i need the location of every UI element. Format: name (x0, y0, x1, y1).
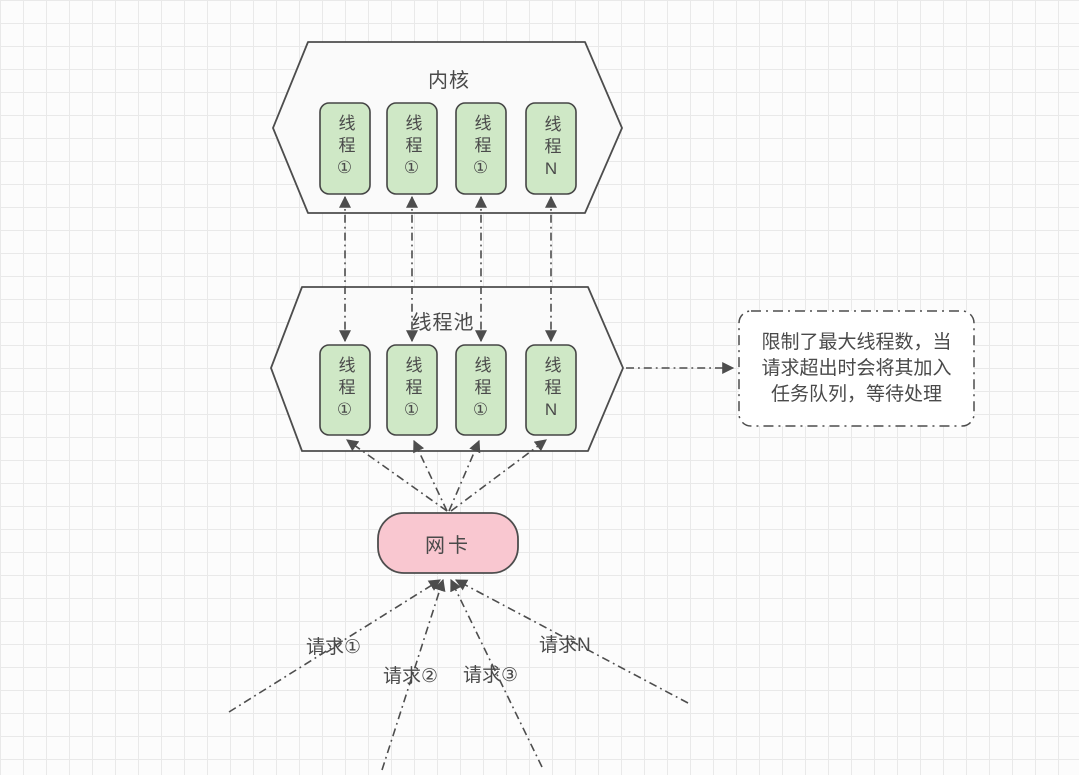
pool-thread-label-2: 线程① (402, 355, 422, 425)
card-to-pool-arrow-2 (413, 439, 448, 512)
kernel-thread-label-2: 线程① (402, 114, 422, 183)
note-line-3: 任务队列，等待处理 (770, 383, 942, 405)
kernel-thread-box-2 (386, 102, 438, 195)
card-to-pool-arrow-1 (346, 439, 448, 512)
pool-thread-box-2 (386, 344, 438, 436)
pool-thread-label-4: 线程N (541, 356, 561, 424)
note-line-2: 请求超出时会将其加入 (761, 357, 952, 379)
kernel-thread-box-4 (525, 102, 577, 195)
kernel-title: 内核 (428, 70, 470, 92)
network-card-label: 网卡 (425, 534, 471, 557)
note-line-1: 限制了最大线程数，当 (761, 331, 952, 353)
kernel-thread-box-3 (455, 102, 507, 195)
request-line-3 (450, 578, 543, 768)
kernel-thread-box-1 (319, 102, 371, 195)
pool-thread-label-1: 线程① (335, 355, 355, 425)
kernel-thread-label-3: 线程① (471, 114, 491, 183)
request-label-2: 请求② (383, 666, 439, 687)
request-line-4 (454, 579, 689, 704)
pool-thread-box-4 (525, 344, 577, 436)
pool-thread-box-1 (319, 344, 371, 436)
kernel-thread-label-1: 线程① (335, 114, 355, 183)
request-line-2 (381, 578, 446, 771)
note-box (738, 310, 975, 427)
request-label-3: 请求③ (463, 665, 519, 686)
request-label-4: 请求N (539, 635, 591, 656)
kernel-thread-label-4: 线程N (541, 114, 561, 183)
card-to-pool-arrow-4 (450, 439, 547, 512)
network-card-shape (377, 512, 519, 574)
request-label-1: 请求① (306, 637, 362, 658)
request-line-1 (228, 579, 442, 713)
card-to-pool-arrow-3 (448, 439, 481, 512)
pool-thread-label-3: 线程① (471, 355, 491, 425)
pool-thread-box-3 (455, 344, 507, 436)
pool-title: 线程池 (411, 312, 475, 334)
note-text: 限制了最大线程数，当 请求超出时会将其加入 任务队列，等待处理 (739, 311, 974, 426)
